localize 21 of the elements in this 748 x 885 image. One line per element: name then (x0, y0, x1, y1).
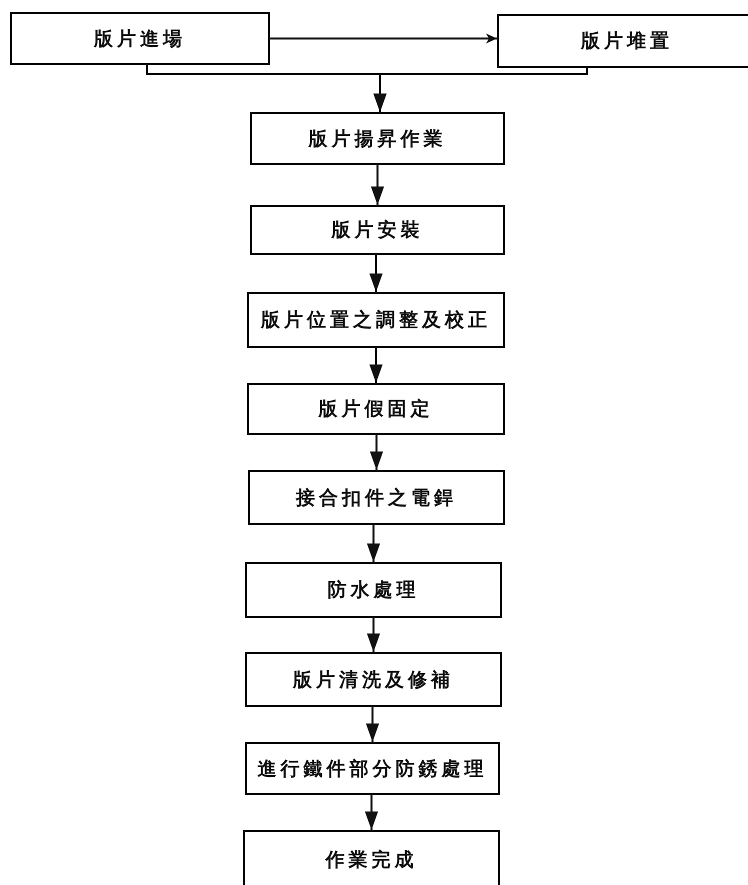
process-box: 版片揚昇作業 (250, 112, 505, 165)
process-box: 版片進場 (10, 12, 270, 65)
arrow (369, 348, 383, 383)
process-box: 防水處理 (245, 562, 502, 618)
arrow (369, 255, 383, 292)
arrow (364, 795, 378, 830)
arrow (366, 707, 380, 742)
process-box: 接合扣件之電銲 (248, 470, 505, 525)
arrow (366, 525, 380, 562)
arrow (366, 618, 380, 652)
process-box: 版片安裝 (250, 205, 505, 255)
process-box: 版片假固定 (247, 383, 505, 435)
process-box: 進行鐵件部分防銹處理 (245, 742, 500, 795)
process-box: 作業完成 (243, 830, 500, 885)
arrow (370, 435, 384, 470)
arrow (373, 68, 588, 112)
process-box: 版片堆置 (497, 14, 748, 68)
process-box: 版片清洗及修補 (245, 652, 502, 707)
process-box: 版片位置之調整及校正 (247, 292, 505, 348)
arrow (370, 165, 384, 205)
arrow (270, 34, 497, 44)
